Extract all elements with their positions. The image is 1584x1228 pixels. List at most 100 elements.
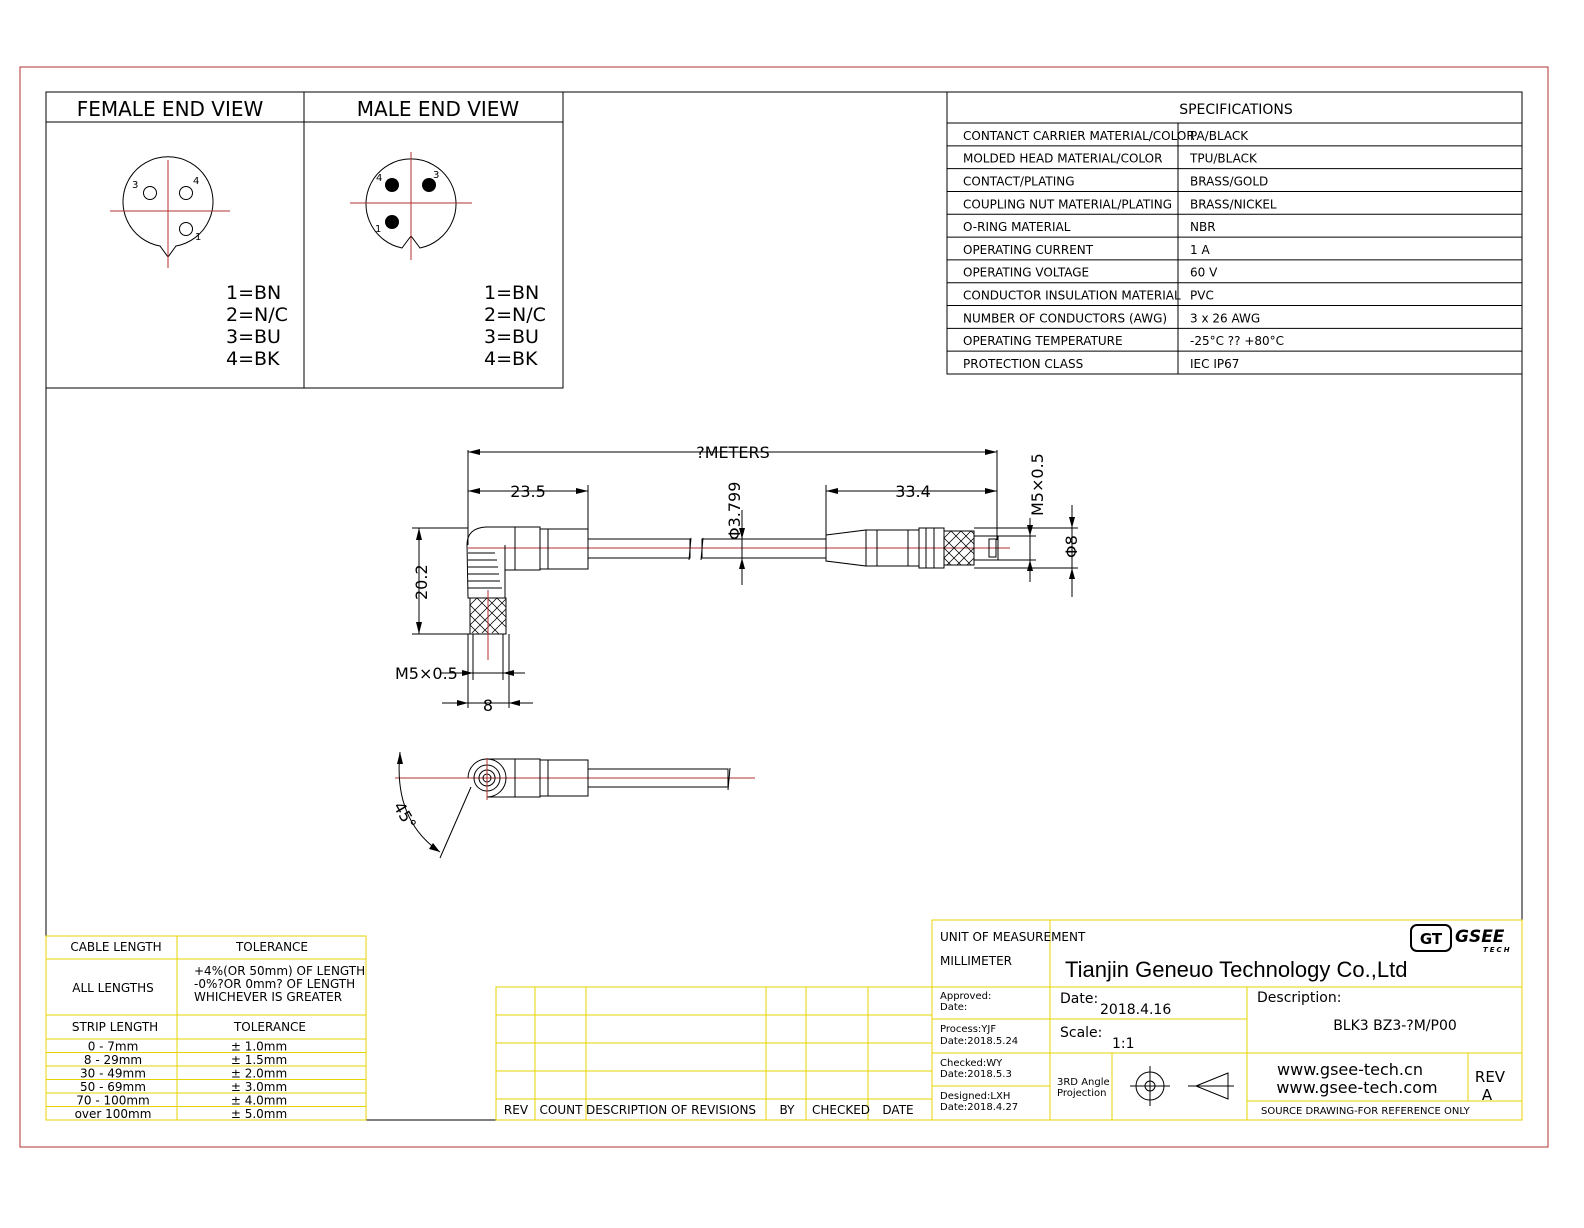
female-angled-connector bbox=[466, 526, 589, 660]
strip-range: 70 - 100mm bbox=[76, 1094, 150, 1108]
logo-mark: GT bbox=[1420, 930, 1443, 948]
dimension-width-left: 8 bbox=[442, 634, 533, 715]
rev-header-by: BY bbox=[780, 1103, 796, 1117]
female-face-drawing: 3 4 1 bbox=[110, 156, 230, 268]
dimension-thread-right: M5×0.5 bbox=[997, 453, 1047, 582]
dim-cable-dia-label: Φ3.799 bbox=[725, 482, 744, 540]
strip-length-header: STRIP LENGTH bbox=[72, 1020, 158, 1034]
spec-label: CONTANCT CARRIER MATERIAL/COLOR bbox=[963, 129, 1195, 143]
male-straight-connector bbox=[825, 527, 999, 569]
website-cn: www.gsee-tech.cn bbox=[1277, 1060, 1423, 1079]
svg-text:1=BN: 1=BN bbox=[226, 282, 281, 304]
spec-value: 60 V bbox=[1190, 266, 1218, 280]
rev-header-checked: CHECKED bbox=[812, 1103, 870, 1117]
svg-text:1=BN: 1=BN bbox=[484, 282, 539, 304]
male-view-title: MALE END VIEW bbox=[357, 97, 520, 121]
svg-text:Date:2018.5.24: Date:2018.5.24 bbox=[940, 1036, 1018, 1047]
spec-value: IEC IP67 bbox=[1190, 357, 1239, 371]
strip-range: 50 - 69mm bbox=[80, 1080, 146, 1094]
dimension-overall: ?METERS bbox=[467, 443, 998, 545]
spec-value: BRASS/NICKEL bbox=[1190, 197, 1277, 211]
description-value: BLK3 BZ3-?M/P00 bbox=[1333, 1018, 1457, 1034]
strip-range: 30 - 49mm bbox=[80, 1067, 146, 1081]
svg-text:4=BK: 4=BK bbox=[484, 348, 538, 370]
svg-text:2=N/C: 2=N/C bbox=[226, 304, 288, 326]
svg-text:+4%(OR 50mm) OF LENGTH: +4%(OR 50mm) OF LENGTH bbox=[194, 964, 365, 978]
scale-value: 1:1 bbox=[1112, 1036, 1135, 1052]
end-view-panel: FEMALE END VIEW MALE END VIEW bbox=[45, 91, 564, 389]
male-pin-label-4: 4 bbox=[376, 173, 382, 184]
dimension-left-length: 23.5 bbox=[468, 482, 589, 535]
female-view-title: FEMALE END VIEW bbox=[77, 97, 264, 121]
date-value: 2018.4.16 bbox=[1100, 1002, 1171, 1018]
strip-tolerance: ± 1.0mm bbox=[231, 1040, 287, 1054]
male-pin-label-3: 3 bbox=[433, 170, 439, 181]
male-pin-4 bbox=[385, 178, 399, 192]
company-name: Tianjin Geneuo Technology Co.,Ltd bbox=[1065, 957, 1407, 982]
female-pin-label-1: 1 bbox=[195, 232, 201, 243]
strip-range: 0 - 7mm bbox=[88, 1040, 139, 1054]
all-lengths-label: ALL LENGTHS bbox=[72, 981, 153, 995]
specifications-table: SPECIFICATIONS CONTANCT CARRIER MATERIAL… bbox=[946, 91, 1523, 375]
specifications-rows: CONTANCT CARRIER MATERIAL/COLORPA/BLACKM… bbox=[947, 129, 1522, 371]
svg-text:Designed:LXH: Designed:LXH bbox=[940, 1091, 1010, 1102]
cable-tolerance-header: TOLERANCE bbox=[235, 940, 308, 954]
logo-name: GSEE bbox=[1455, 927, 1505, 947]
website-com: www.gsee-tech.com bbox=[1276, 1078, 1437, 1097]
strip-length-rows: 0 - 7mm ± 1.0mm 8 - 29mm ± 1.5mm 30 - 49mm ± … bbox=[46, 1040, 366, 1121]
source-note: SOURCE DRAWING-FOR REFERENCE ONLY bbox=[1261, 1106, 1471, 1117]
cable-length-table: CABLE LENGTH TOLERANCE ALL LENGTHS +4%(O… bbox=[45, 935, 367, 1121]
unit-value: MILLIMETER bbox=[940, 954, 1012, 968]
dim-overall-label: ?METERS bbox=[696, 443, 770, 462]
spec-label: OPERATING TEMPERATURE bbox=[963, 334, 1123, 348]
rev-header-date: DATE bbox=[882, 1103, 913, 1117]
male-pin-1 bbox=[385, 215, 399, 229]
male-face-drawing: 4 3 1 bbox=[350, 152, 472, 260]
scale-label: Scale: bbox=[1060, 1025, 1102, 1041]
svg-text:Approved:: Approved: bbox=[940, 991, 991, 1002]
spec-label: COUPLING NUT MATERIAL/PLATING bbox=[963, 197, 1172, 211]
dim-width-left-label: 8 bbox=[483, 696, 493, 715]
spec-value: PA/BLACK bbox=[1190, 129, 1249, 143]
svg-text:3=BU: 3=BU bbox=[484, 326, 539, 348]
strip-tolerance: ± 2.0mm bbox=[231, 1067, 287, 1081]
specifications-title: SPECIFICATIONS bbox=[1179, 102, 1293, 118]
svg-text:Checked:WY: Checked:WY bbox=[940, 1058, 1003, 1069]
date-label: Date: bbox=[1060, 991, 1098, 1007]
dim-left-length-label: 23.5 bbox=[510, 482, 546, 501]
spec-value: PVC bbox=[1190, 289, 1214, 303]
dimension-cable-diameter: Φ3.799 bbox=[725, 482, 745, 585]
rev-header-count: COUNT bbox=[540, 1103, 584, 1117]
svg-text:Projection: Projection bbox=[1057, 1088, 1106, 1099]
strip-tolerance: ± 5.0mm bbox=[231, 1107, 287, 1121]
strip-range: over 100mm bbox=[75, 1107, 152, 1121]
cable-length-header: CABLE LENGTH bbox=[70, 940, 161, 954]
spec-label: NUMBER OF CONDUCTORS (AWG) bbox=[963, 311, 1167, 325]
strip-tolerance: ± 3.0mm bbox=[231, 1080, 287, 1094]
dimension-dia-right: Φ8 bbox=[974, 505, 1081, 597]
cable-side-view: ?METERS 23.5 33.4 Φ3.799 M5×0.5 bbox=[395, 443, 1081, 715]
strip-tolerance-header: TOLERANCE bbox=[233, 1020, 306, 1034]
dimension-height-left: 20.2 bbox=[412, 527, 470, 635]
strip-tolerance: ± 4.0mm bbox=[231, 1094, 287, 1108]
dimension-right-length: 33.4 bbox=[825, 482, 997, 535]
strip-range: 8 - 29mm bbox=[84, 1053, 142, 1067]
svg-text:3RD Angle: 3RD Angle bbox=[1057, 1077, 1110, 1088]
unit-label: UNIT OF MEASUREMENT bbox=[940, 930, 1086, 944]
female-pin-1 bbox=[179, 222, 193, 236]
svg-text:4=BK: 4=BK bbox=[226, 348, 280, 370]
strip-tolerance: ± 1.5mm bbox=[231, 1053, 287, 1067]
svg-text:Date:2018.4.27: Date:2018.4.27 bbox=[940, 1102, 1018, 1113]
description-label: Description: bbox=[1257, 990, 1341, 1006]
spec-value: TPU/BLACK bbox=[1189, 152, 1258, 166]
spec-value: BRASS/GOLD bbox=[1190, 174, 1268, 188]
rev-value: A bbox=[1482, 1086, 1493, 1104]
cable-top-view: 45° bbox=[390, 751, 755, 859]
svg-text:2=N/C: 2=N/C bbox=[484, 304, 546, 326]
female-pin-label-3: 3 bbox=[132, 180, 138, 191]
spec-value: 3 x 26 AWG bbox=[1190, 311, 1260, 325]
revisions-table: REV COUNT DESCRIPTION OF REVISIONS BY CH… bbox=[495, 986, 933, 1121]
svg-text:Process:YJF: Process:YJF bbox=[940, 1024, 996, 1035]
logo-sub: TECH bbox=[1483, 946, 1512, 954]
title-block: UNIT OF MEASUREMENT MILLIMETER Tianjin G… bbox=[931, 919, 1523, 1121]
